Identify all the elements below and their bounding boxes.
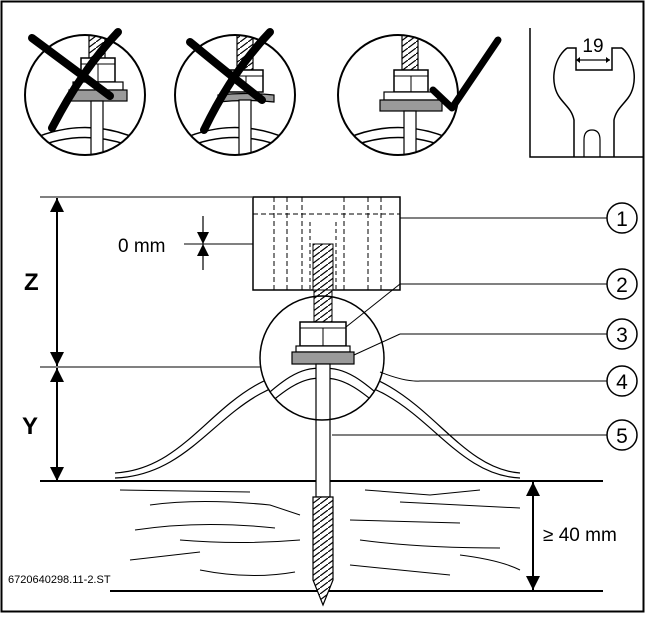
svg-text:5: 5 — [616, 425, 628, 448]
cross-mark-icon — [28, 34, 114, 100]
dimension-y-label: Y — [22, 413, 38, 440]
variant-incorrect-2 — [174, 28, 296, 156]
figure-id: 6720640298.11-2.ST — [8, 574, 111, 586]
callout-leaders — [332, 217, 608, 436]
callout-2: 2 — [606, 268, 638, 300]
callout-4: 4 — [606, 365, 638, 397]
dimension-z-label: Z — [24, 269, 39, 296]
dimension-y: Y — [22, 366, 262, 481]
depth-label: ≥ 40 mm — [543, 525, 617, 546]
svg-text:2: 2 — [616, 274, 628, 297]
dimension-z: Z — [24, 196, 252, 366]
svg-text:1: 1 — [616, 208, 628, 231]
wrench-icon — [553, 47, 635, 157]
main-detail-circle — [259, 295, 385, 421]
appliance-block — [252, 196, 401, 291]
gap-label: 0 mm — [118, 236, 166, 257]
svg-text:3: 3 — [616, 324, 628, 347]
variant-incorrect-1 — [24, 28, 146, 156]
callout-1: 1 — [606, 202, 638, 234]
check-mark-icon — [429, 36, 502, 112]
callout-5: 5 — [606, 419, 638, 451]
cross-mark-icon — [200, 28, 274, 134]
callout-3: 3 — [606, 318, 638, 350]
svg-text:4: 4 — [616, 371, 628, 394]
wrench-size-label: 19 — [582, 36, 603, 57]
wrench-panel: 19 — [529, 28, 643, 158]
variant-correct — [337, 34, 502, 156]
depth-dimension: ≥ 40 mm — [526, 482, 617, 590]
